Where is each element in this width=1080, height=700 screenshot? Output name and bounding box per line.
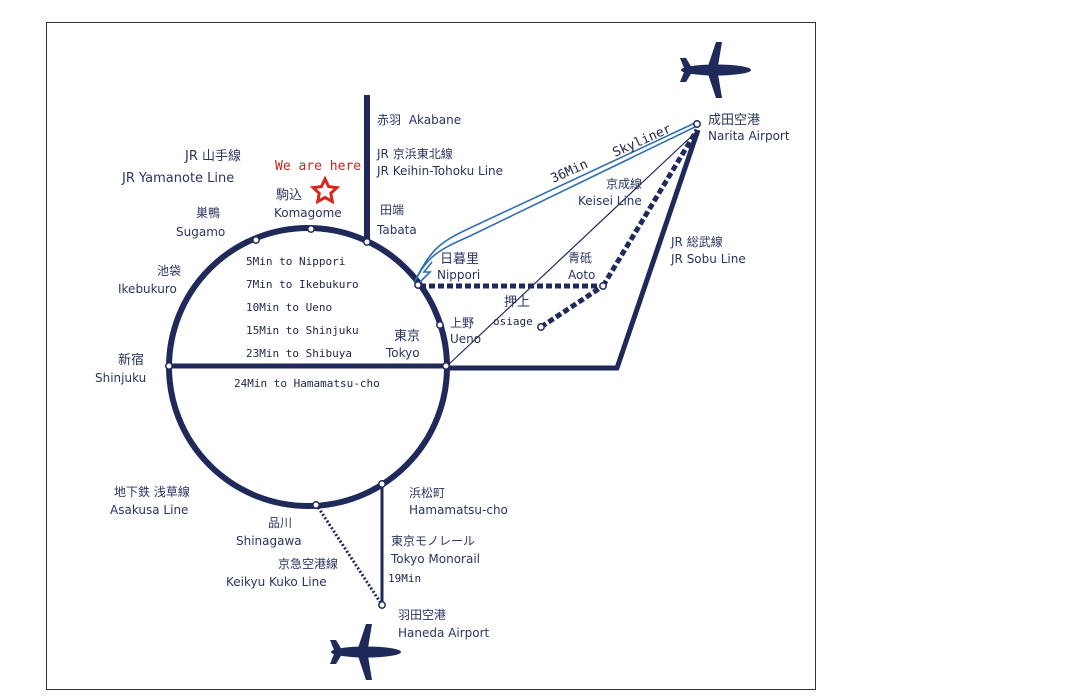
time-row: 10Min to Ueno xyxy=(246,301,332,314)
komagome-en: Komagome xyxy=(274,206,342,220)
dot-tabata xyxy=(363,238,371,246)
hamamatsucho-en: Hamamatsu-cho xyxy=(409,503,508,517)
shinagawa-en: Shinagawa xyxy=(236,534,302,548)
aoto-jp: 青砥 xyxy=(568,251,592,265)
time-row: 5Min to Nippori xyxy=(246,255,345,268)
akabane-en: Akabane xyxy=(409,113,461,127)
airplane-icon xyxy=(680,42,751,98)
station-dots xyxy=(165,120,701,609)
dot-sugamo xyxy=(252,236,260,244)
shinjuku-jp: 新宿 xyxy=(118,352,144,368)
komagome-jp: 駒込 xyxy=(276,188,302,203)
keisei-en: Keisei Line xyxy=(578,194,642,208)
akabane-jp: 赤羽 xyxy=(377,113,401,127)
narita-en: Narita Airport xyxy=(708,129,790,143)
ikebukuro-jp: 池袋 xyxy=(157,264,181,278)
keihin-en: JR Keihin-Tohoku Line xyxy=(376,164,503,178)
shinjuku-en: Shinjuku xyxy=(95,371,146,385)
map-frame xyxy=(46,22,816,690)
tokyo-en: Tokyo xyxy=(385,346,420,360)
keihin-jp: JR 京浜東北線 xyxy=(376,146,453,161)
we-are-here-label: We are here xyxy=(275,159,361,174)
haneda-en: Haneda Airport xyxy=(398,626,490,640)
asakusa-en: Asakusa Line xyxy=(110,503,188,517)
tokyo-jp: 東京 xyxy=(394,328,420,344)
keisei-jp: 京成線 xyxy=(606,176,642,191)
airplane-icon xyxy=(330,624,401,680)
keisei-aoto-narita xyxy=(600,128,700,288)
travel-times: 5Min to Nippori 7Min to Ikebukuro 10Min … xyxy=(246,255,359,360)
dot-ueno xyxy=(436,321,444,329)
akabane-label: 赤羽 Akabane xyxy=(377,113,461,127)
yamanote-label-en: JR Yamanote Line xyxy=(121,171,234,186)
monorail-en: Tokyo Monorail xyxy=(390,552,480,566)
dot-oshiage xyxy=(537,323,545,331)
dot-hamamatsucho xyxy=(378,480,386,488)
dot-haneda xyxy=(378,601,386,609)
aoto-en: Aoto xyxy=(568,268,595,282)
nippori-jp: 日暮里 xyxy=(440,252,479,267)
keisei-thin-line xyxy=(446,131,697,367)
monorail-jp: 東京モノレール xyxy=(391,534,475,548)
monorail-time: 19Min xyxy=(388,572,421,585)
ueno-en: Ueno xyxy=(450,332,481,346)
dot-komagome xyxy=(307,225,315,233)
sobu-line xyxy=(446,129,701,371)
dot-narita xyxy=(693,120,701,128)
time-row: 7Min to Ikebukuro xyxy=(246,278,359,291)
hamamatsu-time: 24Min to Hamamatsu-cho xyxy=(234,377,380,390)
narita-jp: 成田空港 xyxy=(708,113,760,128)
sugamo-en: Sugamo xyxy=(176,225,225,239)
yamanote-label-jp: JR 山手線 xyxy=(184,148,241,164)
ikebukuro-en: Ikebukuro xyxy=(118,282,177,296)
shinagawa-jp: 品川 xyxy=(268,516,292,530)
dot-shinjuku xyxy=(165,362,173,370)
star-icon xyxy=(309,175,341,205)
dot-aoto xyxy=(599,282,607,290)
nippori-zigzag xyxy=(417,261,433,285)
tabata-jp: 田端 xyxy=(380,203,404,217)
dot-shinagawa xyxy=(312,501,320,509)
oshiage-en: osiage xyxy=(493,315,533,328)
time-row: 15Min to Shinjuku xyxy=(246,324,359,337)
sugamo-jp: 巣鴨 xyxy=(196,206,220,220)
time-row: 23Min to Shibuya xyxy=(246,347,352,360)
keikyu-en: Keikyu Kuko Line xyxy=(226,575,327,589)
asakusa-jp: 地下鉄 浅草線 xyxy=(114,484,190,499)
oshiage-jp: 押上 xyxy=(504,295,530,310)
nippori-en: Nippori xyxy=(437,268,480,282)
tabata-en: Tabata xyxy=(376,223,417,237)
hamamatsucho-jp: 浜松町 xyxy=(409,486,445,500)
keikyu-line xyxy=(314,503,384,606)
ueno-jp: 上野 xyxy=(450,316,474,330)
keisei-oshiage-aoto xyxy=(539,283,605,330)
keikyu-jp: 京急空港線 xyxy=(278,556,338,571)
skyliner-curve-2 xyxy=(414,125,698,282)
sobu-jp: JR 総武線 xyxy=(670,234,723,249)
sobu-en: JR Sobu Line xyxy=(670,252,746,266)
dot-nippori xyxy=(414,281,422,289)
haneda-jp: 羽田空港 xyxy=(398,608,446,622)
skyliner-route xyxy=(414,121,698,282)
dot-tokyo xyxy=(442,362,450,370)
